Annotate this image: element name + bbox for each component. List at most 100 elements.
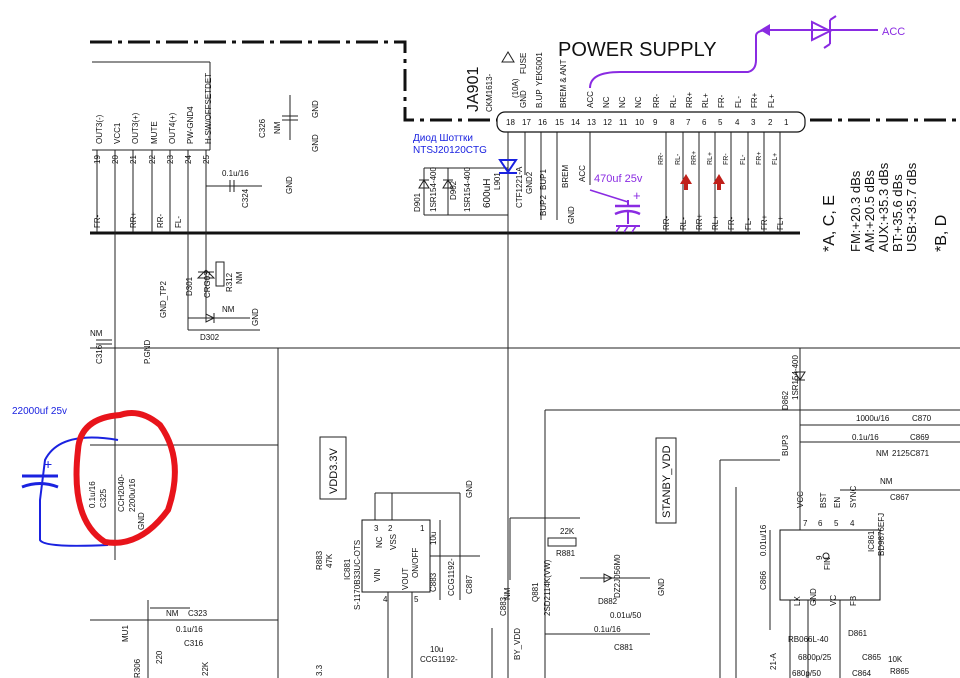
d901-ref: D901: [413, 192, 422, 212]
gnd-label: GND: [567, 206, 576, 224]
diode-d901-d902: D901 1SR154-400 D902 1SR154-400 600uH L9…: [413, 165, 587, 224]
ic861-ref: IC861: [867, 530, 876, 552]
ja901-pin-name: FL-: [734, 96, 743, 108]
amp-pin-25: 25: [202, 155, 211, 164]
ic881-part: S-1170B33UC-OTS: [353, 540, 362, 610]
gnd-label: GND: [311, 134, 320, 152]
ja901-bottom-label: RL-: [679, 217, 688, 230]
ic881-pin-name: VSS: [389, 534, 398, 550]
bus-label-fl-minus: FL-: [174, 216, 183, 228]
bup3-label: BUP3: [781, 435, 790, 456]
r306-ref: R306: [133, 658, 142, 678]
r865-ref: R865: [890, 667, 910, 676]
amp-pin-23: 23: [166, 155, 175, 164]
red-arrow-markers: [680, 174, 725, 190]
d302-val: NM: [222, 305, 235, 314]
ja901-pin-name: FL+: [767, 94, 776, 108]
ja901-pin-name: BREM & ANT: [559, 59, 568, 108]
ja901-pin-name: FR-: [717, 94, 726, 108]
red-circle-highlight: [73, 410, 178, 546]
cap-470-annotation: 470uf 25v +: [589, 173, 643, 233]
ja901-pin-name: B.UP: [535, 89, 544, 108]
ja901-lead-label: RR-: [658, 152, 665, 165]
ja901-pin: 9: [653, 118, 658, 127]
q881-part: 2SD2114K(VW): [543, 559, 552, 616]
c869-val: 0.1u/16: [852, 433, 879, 442]
ic861-pin-num: 6: [818, 519, 823, 528]
spec-line: USB:+35.7 dBs: [904, 162, 919, 252]
ic861-pin-name: FB: [849, 596, 858, 606]
ic861-pin-num: 5: [834, 519, 839, 528]
c866-val: 0.01u/16: [759, 524, 768, 556]
ja901-pin: 5: [718, 118, 723, 127]
r22k-label: 22K: [201, 661, 210, 676]
ic881-pin-name: NC: [375, 536, 384, 548]
d861-part: RB066L-40: [788, 635, 829, 644]
ic881-pin-num: 3: [374, 524, 379, 533]
c871-nm: NM: [876, 449, 889, 458]
cch2040-ref: CCH2040-: [117, 474, 126, 512]
ja901-pin-name: NC: [618, 96, 627, 108]
plus-sign: +: [633, 188, 641, 203]
bvdd-label: BY_VDD: [513, 628, 522, 660]
ja901-pin: 17: [522, 118, 531, 127]
diode-d302: NM GND D302: [188, 305, 260, 342]
c316b-ref: C316: [184, 639, 204, 648]
schottky-label-line2: NTSJ20120CTG: [413, 145, 487, 156]
gnd-label: GND: [465, 480, 474, 498]
amp-pin-19: 19: [93, 155, 102, 164]
ja901-pin: 8: [670, 118, 675, 127]
ic861-section: D862 1SR154-400 1000u/16 C870 0.1u/16 C8…: [719, 348, 960, 678]
l901-val: 600uH: [482, 179, 493, 208]
ccg2-part: CCG1192-: [420, 655, 458, 664]
bup2-label: BUP2: [539, 195, 548, 216]
fuse-label: FUSE: [519, 53, 528, 74]
c871-val: 2125: [892, 449, 910, 458]
capacitor-c316: NM C316 P.GND: [90, 329, 278, 364]
ja901-pin: 14: [571, 118, 580, 127]
amp-pin-24: 24: [184, 155, 193, 164]
acc-annotation-label: ACC: [882, 26, 905, 38]
c867-val: NM: [880, 477, 893, 486]
ic861-pin-name: EN: [833, 497, 842, 508]
ja901-pin: 4: [735, 118, 740, 127]
ja901-bottom-label: FL-: [744, 218, 753, 230]
cch2040-val: 2200u/16: [128, 478, 137, 512]
capacitor-c326: C326 NM GND GND: [258, 95, 320, 152]
acc-label: ACC: [578, 165, 587, 182]
gain-specs: *A, C, E FM:+20.3 dBs AM:+20.5 dBs AUX:+…: [821, 162, 950, 252]
d301-ref: D301: [185, 276, 194, 296]
c883-ref: C883: [429, 572, 438, 592]
c323-val: NM: [166, 609, 179, 618]
bus-label-fr-minus: FR-: [93, 214, 102, 228]
r312-val: NM: [235, 271, 244, 284]
spec-line: BT:+35.6 dBs: [890, 174, 905, 252]
r881-ref: R881: [556, 549, 576, 558]
q881-ref: Q881: [531, 582, 540, 602]
c881b-val: 0.1u/16: [594, 625, 621, 634]
gnd-label: GND: [137, 512, 146, 530]
l901-ref: L901: [493, 172, 502, 190]
schottky-diode-icon: [498, 159, 518, 174]
bottom-left-parts: NM C323 0.1u/16 C316 MU1 R306 220 22K: [90, 600, 278, 678]
ja901-pin: 1: [784, 118, 789, 127]
r883-val: 47K: [325, 553, 334, 568]
amp-pin-21: 21: [129, 155, 138, 164]
cap-22000-annotation: 22000uf 25v +: [12, 406, 119, 547]
ja901-pin: 16: [538, 118, 547, 127]
c324-val: 0.1u/16: [222, 169, 249, 178]
ja901-bottom-label: FR-: [727, 216, 736, 230]
c316b-val: 0.1u/16: [176, 625, 203, 634]
gnd-label: GND: [311, 100, 320, 118]
c866-ref: C866: [759, 570, 768, 590]
ic861-pin-name: VCC: [796, 491, 805, 508]
cap-470-label: 470uf 25v: [594, 173, 643, 185]
board-outline: [90, 40, 960, 235]
ic861-pin-name: LX: [793, 596, 802, 606]
ja901-pin-name: NC: [602, 96, 611, 108]
gnd-label: GND: [657, 578, 666, 596]
c883-ref: C883: [499, 596, 508, 616]
region-a-c-e: *A, C, E: [821, 195, 838, 252]
ja901-pin: 11: [619, 118, 628, 127]
